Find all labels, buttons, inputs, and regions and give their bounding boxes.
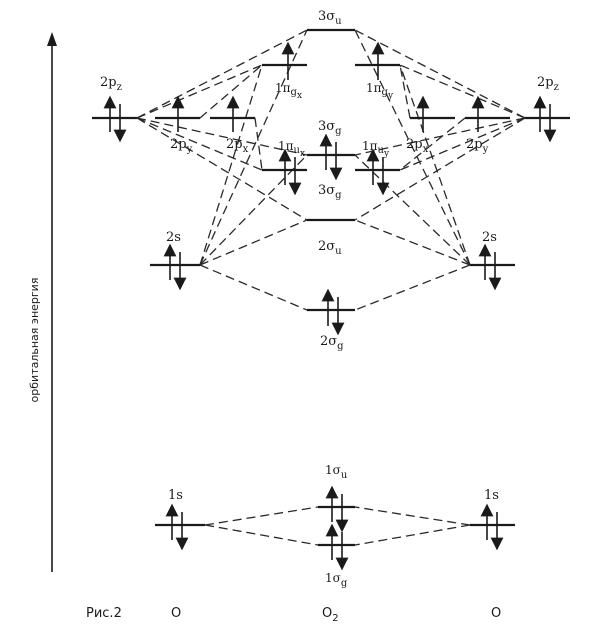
label-mo-3su: 3σu	[318, 9, 342, 27]
label-mo-1puy: 1πuy	[362, 139, 390, 159]
label-left-2s: 2s	[166, 230, 181, 245]
label-left-2py: 2py	[170, 137, 193, 155]
label-right-2pz: 2pz	[537, 75, 559, 93]
label-left-1s: 1s	[168, 488, 183, 503]
label-mo-1pgx: 1πgx	[275, 81, 302, 101]
label-mo-1pgy: 1πgy	[366, 81, 394, 101]
column-right-label: O	[491, 606, 501, 621]
label-left-2pz: 2pz	[100, 75, 122, 93]
label-left-2px: 2px	[226, 137, 249, 155]
left-atom-levels	[92, 116, 255, 527]
label-right-1s: 1s	[484, 488, 499, 503]
column-center-label: O2	[322, 606, 339, 624]
label-mo-3sg: 3σg	[318, 183, 342, 201]
label-right-2py: 2py	[466, 137, 489, 155]
label-right-2px: 2px	[406, 137, 429, 155]
label-mo-1pux: 1πux	[278, 139, 305, 159]
figure-caption: Рис.2	[86, 606, 122, 621]
column-left-label: O	[171, 606, 181, 621]
label-right-2s: 2s	[482, 230, 497, 245]
label-mo-1sg: 1σg	[325, 571, 348, 589]
label-mo-1su: 1σu	[325, 463, 348, 481]
molecular-levels	[262, 28, 400, 547]
electron-arrows	[103, 41, 557, 571]
right-atom-levels	[410, 116, 570, 527]
label-mo-3sg-top: 3σg	[318, 119, 342, 137]
energy-axis-label: орбитальная энергия	[28, 278, 41, 403]
energy-axis-arrowhead	[47, 32, 57, 46]
label-mo-2su: 2σu	[318, 239, 342, 257]
label-mo-2sg: 2σg	[320, 334, 344, 352]
